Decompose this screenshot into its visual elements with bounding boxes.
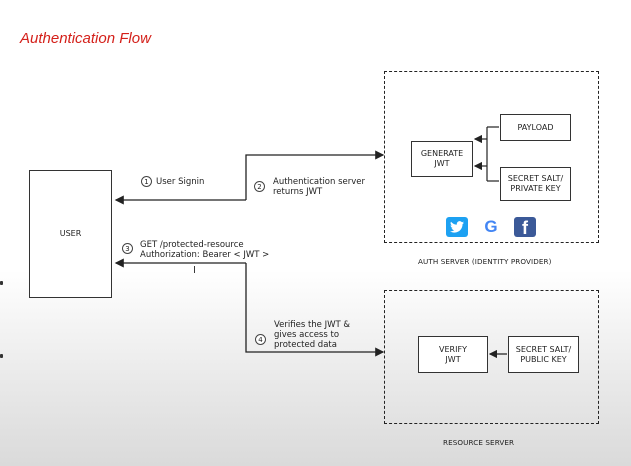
auth-server-container bbox=[384, 71, 599, 243]
step-number-1: 1 bbox=[141, 176, 152, 187]
twitter-icon bbox=[446, 217, 468, 237]
generate-jwt-box: GENERATE JWT bbox=[411, 141, 473, 177]
line-signin-to-auth bbox=[245, 150, 385, 200]
private-key-box: SECRET SALT/ PRIVATE KEY bbox=[500, 167, 571, 201]
text-cursor-icon: I bbox=[193, 265, 196, 276]
google-icon: G bbox=[484, 217, 498, 236]
resource-server-caption: RESOURCE SERVER bbox=[443, 438, 515, 447]
user-box: USER bbox=[29, 170, 112, 298]
step-4-label: Verifies the JWT & gives access to prote… bbox=[274, 320, 351, 350]
edge-dot bbox=[0, 354, 3, 358]
payload-label: PAYLOAD bbox=[517, 122, 554, 132]
payload-box: PAYLOAD bbox=[500, 114, 571, 141]
verify-jwt-label: VERIFY JWT bbox=[439, 344, 467, 364]
step-3-label: GET /protected-resource Authorization: B… bbox=[140, 240, 270, 260]
edge-dot bbox=[0, 281, 3, 285]
public-key-label: SECRET SALT/ PUBLIC KEY bbox=[515, 344, 572, 364]
step-2-label: Authentication server returns JWT bbox=[273, 177, 366, 197]
step-1-label: User Signin bbox=[156, 177, 205, 187]
line-request-to-resource bbox=[245, 263, 385, 357]
public-key-box: SECRET SALT/ PUBLIC KEY bbox=[508, 336, 579, 373]
step-number-4: 4 bbox=[255, 334, 266, 345]
facebook-icon: f bbox=[514, 217, 536, 237]
auth-server-caption: AUTH SERVER (IDENTITY PROVIDER) bbox=[418, 257, 552, 266]
generate-jwt-label: GENERATE JWT bbox=[420, 149, 464, 168]
step-number-3: 3 bbox=[122, 243, 133, 254]
step-number-2: 2 bbox=[254, 181, 265, 192]
private-key-label: SECRET SALT/ PRIVATE KEY bbox=[507, 174, 564, 193]
user-label: USER bbox=[59, 229, 82, 238]
resource-server-container bbox=[384, 290, 599, 424]
diagram-title: Authentication Flow bbox=[20, 30, 151, 47]
verify-jwt-box: VERIFY JWT bbox=[418, 336, 488, 373]
